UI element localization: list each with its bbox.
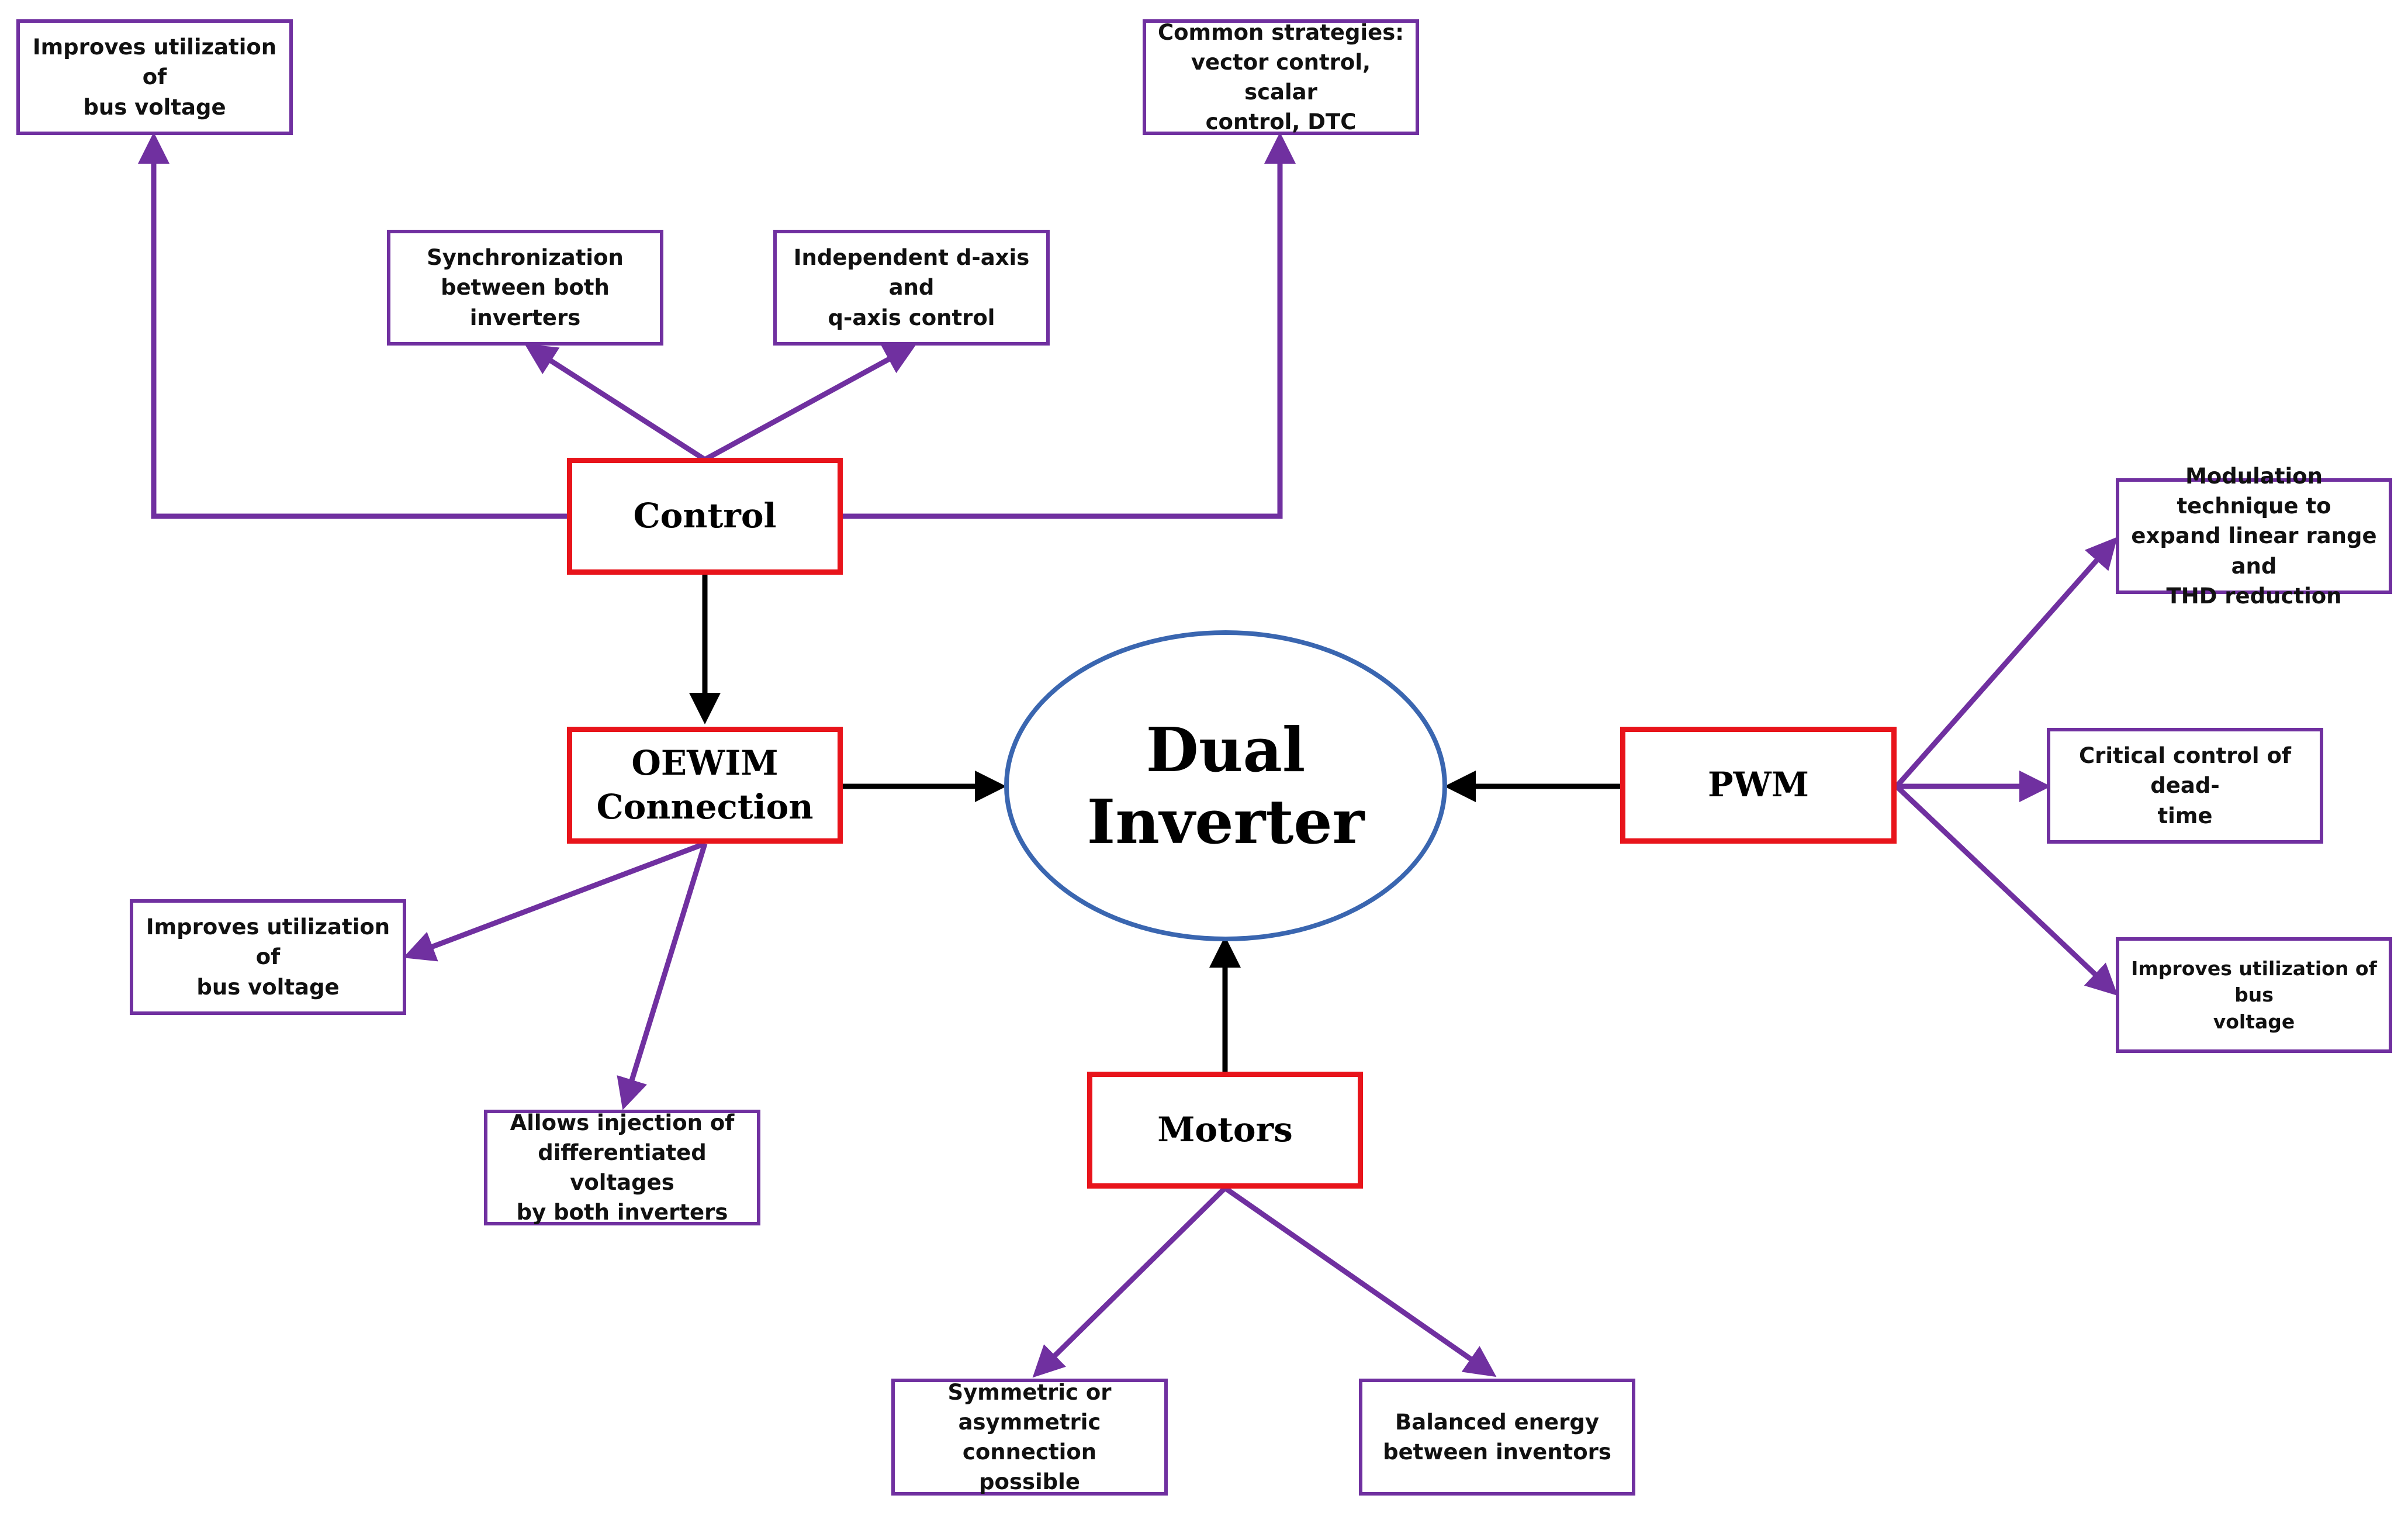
pwm-node: PWM bbox=[1620, 727, 1897, 844]
oewim-injection-text: Allows injection of differentiated volta… bbox=[510, 1110, 735, 1225]
control-label: Control bbox=[633, 496, 777, 536]
oewim-bus-voltage-text: Improves utilization of bus voltage bbox=[146, 914, 390, 1000]
pwm-bus-voltage-box: Improves utilization of bus voltage bbox=[2116, 937, 2392, 1053]
motors-balanced-text: Balanced energy between inventors bbox=[1383, 1409, 1611, 1465]
arrow-control-to-sync bbox=[524, 344, 707, 462]
arrow-pwm-to-modulation bbox=[1894, 537, 2118, 788]
arrow-pwm-to-bus-voltage bbox=[1894, 784, 2118, 996]
arrow-control-to-strategies bbox=[843, 132, 1296, 519]
control-node: Control bbox=[567, 458, 843, 575]
oewim-connection-label: OEWIM Connection bbox=[596, 743, 814, 827]
dual-inverter-node: Dual Inverter bbox=[1004, 630, 1447, 941]
arrow-oewim-to-bus-voltage bbox=[403, 841, 706, 962]
pwm-modulation-box: Modulation technique to expand linear ra… bbox=[2116, 464, 2392, 609]
arrow-control-to-dq bbox=[703, 344, 916, 462]
motors-node: Motors bbox=[1087, 1072, 1363, 1189]
oewim-injection-box: Allows injection of differentiated volta… bbox=[484, 1110, 760, 1225]
pwm-label: PWM bbox=[1708, 765, 1809, 805]
control-bus-voltage-box: Improves utilization of bus voltage bbox=[16, 19, 293, 135]
oewim-bus-voltage-box: Improves utilization of bus voltage bbox=[130, 899, 406, 1015]
pwm-modulation-text: Modulation technique to expand linear ra… bbox=[2131, 464, 2377, 609]
control-dq-text: Independent d-axis and q-axis control bbox=[793, 245, 1030, 330]
arrow-motors-to-balanced bbox=[1223, 1186, 1497, 1377]
motors-label: Motors bbox=[1157, 1110, 1293, 1150]
pwm-bus-voltage-text: Improves utilization of bus voltage bbox=[2131, 956, 2377, 1033]
control-dq-box: Independent d-axis and q-axis control bbox=[773, 230, 1050, 346]
motors-symmetric-box: Symmetric or asymmetric connection possi… bbox=[891, 1379, 1168, 1496]
pwm-deadtime-box: Critical control of dead- time bbox=[2047, 728, 2323, 844]
arrow-oewim-to-injection bbox=[617, 842, 708, 1110]
motors-balanced-box: Balanced energy between inventors bbox=[1359, 1379, 1635, 1496]
pwm-deadtime-text: Critical control of dead- time bbox=[2078, 743, 2292, 828]
motors-symmetric-text: Symmetric or asymmetric connection possi… bbox=[947, 1379, 1112, 1495]
arrow-motors-to-symmetric bbox=[1032, 1186, 1227, 1378]
control-sync-text: Synchronization between both inverters bbox=[427, 245, 624, 330]
control-sync-box: Synchronization between both inverters bbox=[387, 230, 663, 346]
control-bus-voltage-text: Improves utilization of bus voltage bbox=[32, 34, 277, 120]
oewim-connection-node: OEWIM Connection bbox=[567, 727, 843, 844]
arrow-control-to-bus-voltage bbox=[138, 132, 567, 519]
control-strategies-box: Common strategies: vector control, scala… bbox=[1143, 19, 1419, 135]
dual-inverter-label: Dual Inverter bbox=[1087, 714, 1365, 858]
control-strategies-text: Common strategies: vector control, scala… bbox=[1157, 19, 1404, 135]
